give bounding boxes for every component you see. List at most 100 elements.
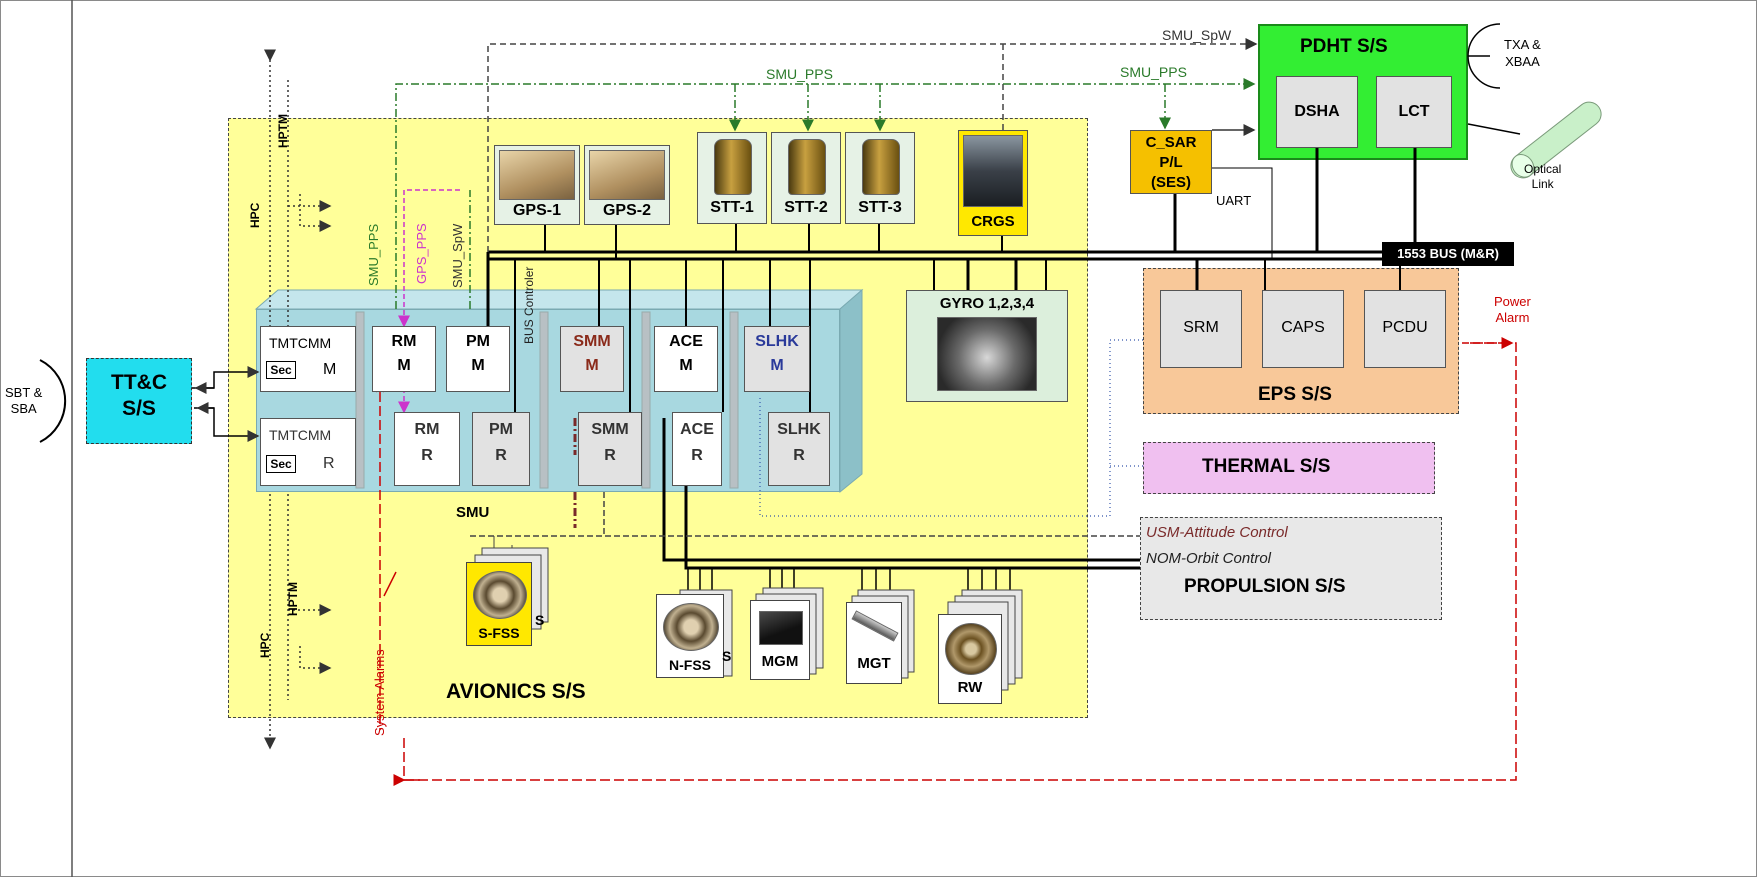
ace-main-module: ACE M — [654, 326, 718, 392]
rw-label: RW — [957, 679, 983, 696]
srm-unit: SRM — [1160, 290, 1242, 368]
slhk-redundant-module: SLHK R — [768, 412, 830, 486]
sba-label: SBA — [10, 401, 37, 416]
crgs-photo — [963, 135, 1023, 207]
csar-line3: (SES) — [1150, 174, 1191, 191]
slhk-main-label1: SLHK — [755, 333, 799, 350]
smu-spw-top-label: SMU_SpW — [1162, 27, 1232, 43]
tmtcmm-main-module: TMTCMM Sec M — [260, 326, 356, 392]
avionics-title: AVIONICS S/S — [446, 680, 586, 703]
rm-redundant-module: RM R — [394, 412, 460, 486]
txa-xbaa-label: TXA & XBAA — [1504, 36, 1541, 70]
smu-pps-top-label: SMU_PPS — [766, 66, 833, 82]
tmtcmm-redundant-label: TMTCMM — [269, 427, 332, 443]
slhk-main-label2: M — [770, 357, 784, 374]
gps2-photo — [589, 150, 665, 200]
pcdu-unit: PCDU — [1364, 290, 1446, 368]
nfss-photo — [663, 603, 719, 651]
gps2-unit: GPS-2 — [584, 145, 670, 225]
txa-line1: TXA & — [1504, 37, 1541, 52]
optical-link-label: Optical Link — [1524, 162, 1561, 192]
mgm-unit: MGM — [750, 600, 810, 680]
pm-redundant-label2: R — [495, 447, 507, 464]
csar-line1: C_SAR — [1145, 134, 1197, 151]
csar-line2: P/L — [1159, 154, 1183, 171]
txa-line2: XBAA — [1505, 54, 1540, 69]
eps-title: EPS S/S — [1258, 384, 1332, 405]
stt3-label: STT-3 — [858, 199, 902, 216]
mgt-unit: MGT — [846, 602, 902, 684]
sfss-photo — [473, 571, 527, 619]
gps-pps-vertical-label: GPS_PPS — [414, 223, 429, 284]
thermal-title: THERMAL S/S — [1202, 456, 1331, 477]
rm-main-module: RM M — [372, 326, 436, 392]
pm-redundant-module: PM R — [472, 412, 530, 486]
dsha-unit: DSHA — [1276, 76, 1358, 148]
rw-unit: RW — [938, 614, 1002, 704]
pm-redundant-label1: PM — [489, 421, 513, 438]
smu-pps-right-label: SMU_PPS — [1120, 64, 1187, 80]
rm-redundant-label1: RM — [414, 421, 440, 438]
stt1-unit: STT-1 — [697, 132, 767, 224]
gps1-photo — [499, 150, 575, 200]
smm-redundant-label2: R — [604, 447, 616, 464]
rm-redundant-label2: R — [421, 447, 433, 464]
propulsion-subsystem-box — [1140, 517, 1442, 620]
hptm-upper-label: HPTM — [276, 114, 290, 148]
mgt-photo — [851, 610, 899, 642]
nfss-label: N-FSS — [669, 657, 711, 673]
ace-redundant-label1: ACE — [680, 421, 714, 438]
ace-redundant-module: ACE R — [672, 412, 722, 486]
power-alarm-line2: Alarm — [1495, 310, 1530, 325]
sfss-stack-tail: S — [535, 612, 545, 628]
gyro-photo — [937, 317, 1037, 391]
nom-orbit-label: NOM-Orbit Control — [1146, 550, 1272, 567]
slhk-redundant-label2: R — [793, 447, 805, 464]
sec-main-label: Sec — [270, 363, 292, 377]
sfss-label: S-FSS — [478, 625, 520, 641]
sec-main-badge: Sec — [266, 361, 296, 379]
crgs-unit: CRGS — [958, 130, 1028, 236]
pcdu-label: PCDU — [1382, 319, 1428, 336]
system-alarms-label: System Alarms — [372, 649, 387, 736]
caps-label: CAPS — [1281, 319, 1325, 336]
smm-main-module: SMM M — [560, 326, 624, 392]
bus-controller-label: BUS Controler — [522, 266, 536, 344]
tmtcmm-main-m: M — [323, 361, 337, 378]
ace-main-label1: ACE — [669, 333, 703, 350]
stt2-unit: STT-2 — [771, 132, 841, 224]
pdht-title: PDHT S/S — [1300, 36, 1388, 57]
sbt-label: SBT & — [5, 385, 43, 400]
lct-label: LCT — [1398, 103, 1430, 120]
nfss-unit: N-FSS — [656, 594, 724, 678]
power-alarm-line1: Power — [1494, 294, 1531, 309]
uart-label: UART — [1216, 193, 1252, 208]
tmtcmm-redundant-r: R — [323, 455, 335, 472]
tmtcmm-redundant-module: TMTCMM Sec R — [260, 418, 356, 486]
ttc-subsystem-box — [86, 358, 192, 444]
csar-payload-box: C_SAR P/L (SES) — [1130, 130, 1212, 194]
lct-unit: LCT — [1376, 76, 1452, 148]
optical-line1: Optical — [1524, 162, 1562, 176]
hpc-upper-label: HPC — [248, 202, 262, 228]
ace-main-label2: M — [679, 357, 693, 374]
nfss-stack-tail: S — [722, 648, 732, 664]
smu-label: SMU — [456, 504, 490, 521]
rm-main-label1: RM — [391, 333, 417, 350]
crgs-label: CRGS — [971, 213, 1015, 230]
stt3-photo — [862, 139, 900, 195]
srm-label: SRM — [1183, 319, 1219, 336]
smu-pps-vertical-label: SMU_PPS — [366, 223, 381, 286]
bus-1553-label: 1553 BUS (M&R) — [1382, 242, 1514, 266]
smu-spw-vertical-label: SMU_SpW — [450, 223, 465, 288]
usm-attitude-label: USM-Attitude Control — [1146, 524, 1288, 541]
gyro-unit: GYRO 1,2,3,4 — [906, 290, 1068, 402]
stt1-photo — [714, 139, 752, 195]
stt2-label: STT-2 — [784, 199, 828, 216]
mgt-label: MGT — [857, 655, 891, 672]
rm-main-label2: M — [397, 357, 411, 374]
ttc-line1: TT&C — [111, 371, 167, 394]
pm-main-label2: M — [471, 357, 485, 374]
slhk-redundant-label1: SLHK — [777, 421, 821, 438]
stt1-label: STT-1 — [710, 199, 754, 216]
